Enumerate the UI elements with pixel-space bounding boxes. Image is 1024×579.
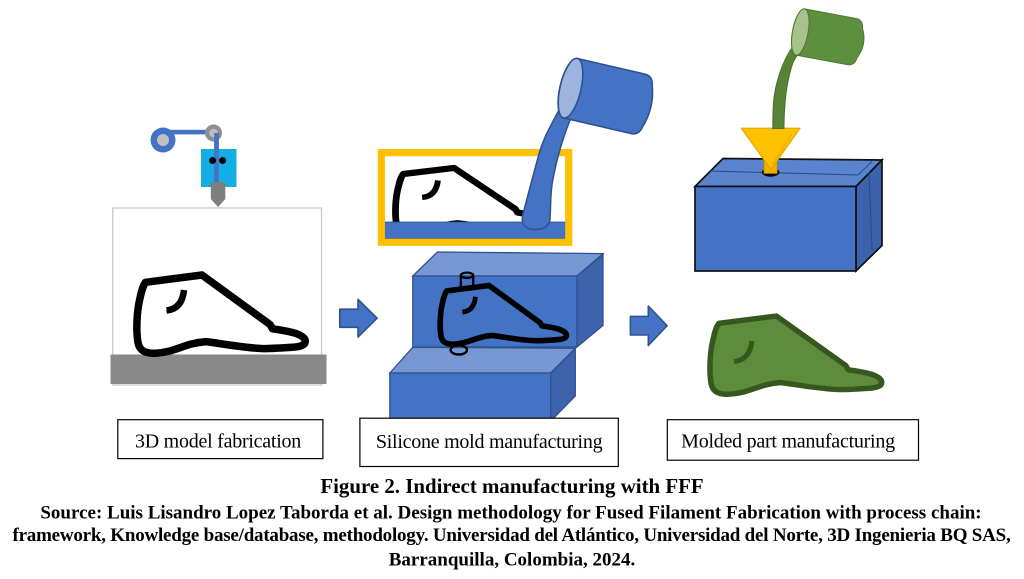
svg-text:Figure 2. Indirect manufacturi: Figure 2. Indirect manufacturing with FF… bbox=[320, 474, 703, 498]
svg-text:Silicone mold manufacturing: Silicone mold manufacturing bbox=[376, 431, 603, 453]
svg-text:Source: Luis Lisandro Lopez Ta: Source: Luis Lisandro Lopez Taborda et a… bbox=[40, 503, 981, 524]
svg-text:Barranquilla, Colombia, 2024.: Barranquilla, Colombia, 2024. bbox=[389, 550, 636, 571]
svg-text:3D model fabrication: 3D model fabrication bbox=[135, 431, 301, 453]
svg-text:framework, Knowledge base/data: framework, Knowledge base/database, meth… bbox=[12, 525, 1011, 546]
svg-text:Molded part manufacturing: Molded part manufacturing bbox=[681, 431, 895, 453]
